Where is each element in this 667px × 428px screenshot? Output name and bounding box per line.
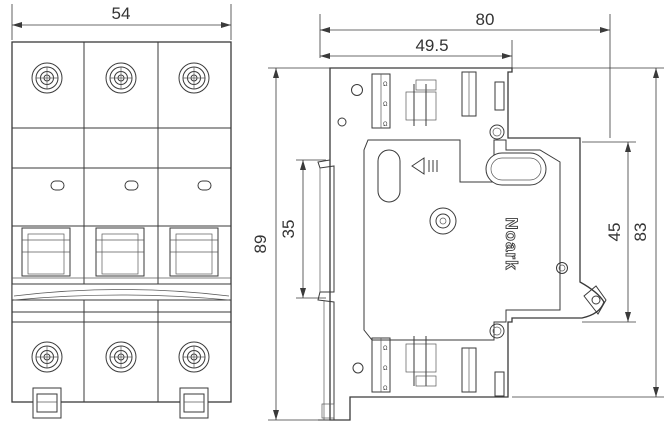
side-hole [489,124,505,140]
depth-label: 80 [476,10,495,29]
svg-text:Ω: Ω [383,346,388,352]
top-terminal-block: Ω Ω Ω [371,71,505,129]
inner-plate [363,139,561,341]
face-dimension: 83 [512,67,664,398]
rail-dimension: 35 [279,159,326,299]
side-body [329,67,605,421]
depth-dimension: 80 [319,10,611,138]
side-hole [489,323,505,339]
face-label: 83 [631,223,650,242]
side-hole [337,117,347,127]
svg-text:Ω: Ω [383,386,388,392]
din-mount [317,68,340,421]
direction-arrow-icon [411,157,438,175]
terminal-screw-top-2 [105,62,137,94]
indicator-window-2 [124,180,139,191]
handle-slot [485,152,547,186]
side-hole [556,262,568,274]
width-label: 54 [112,4,131,23]
center-rivet [429,207,457,235]
indicator-window-3 [197,180,212,191]
terminal-screw-bottom-1 [31,341,63,373]
side-recess [377,149,401,203]
svg-text:Ω: Ω [383,102,388,108]
svg-text:Ω: Ω [383,366,388,372]
din-clip-left [32,387,62,419]
handle-hook [583,285,607,315]
width-dimension: 54 [11,4,232,40]
bottom-terminal-block: Ω Ω Ω [371,336,505,397]
cover-label: 45 [605,223,624,242]
rail-depth-dimension: 49.5 [320,36,513,72]
side-hole [352,362,364,374]
terminal-screw-top-3 [178,62,210,94]
rail-depth-label: 49.5 [415,36,448,55]
side-hole [351,84,363,96]
svg-text:Ω: Ω [383,82,388,88]
side-view: 80 49.5 89 35 [251,10,664,421]
cover-dimension: 45 [582,141,636,323]
din-clip-right [179,387,209,419]
indicator-window-1 [50,180,65,191]
brand-logo-text: Noark [502,217,521,270]
terminal-screw-bottom-3 [178,341,210,373]
front-view: 54 [11,4,232,419]
height-dimension: 89 [251,67,330,421]
terminal-screw-bottom-2 [105,341,137,373]
svg-text:Ω: Ω [383,122,388,128]
rail-label: 35 [279,220,298,239]
terminal-screw-top-1 [31,62,63,94]
breaker-body [11,41,232,403]
height-label: 89 [251,235,270,254]
